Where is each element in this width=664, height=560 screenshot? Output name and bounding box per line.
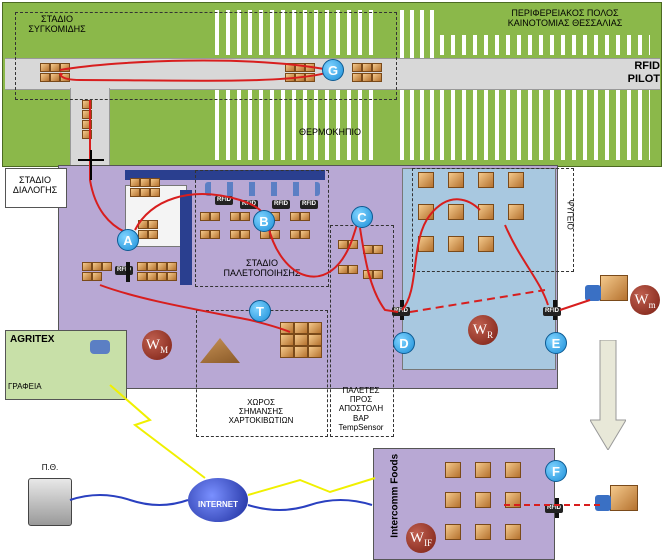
rfid-tag-f: RFID — [545, 504, 563, 513]
rfid-pilot-label: RFID PILOT — [627, 60, 660, 85]
stadium-label: ΣΤΑΔΙΟ ΣΥΓΚΟΜΙΔΗΣ — [28, 14, 86, 35]
sorting-stage-label: ΣΤΑΔΙΟ ΔΙΑΛΟΓΗΣ — [12, 175, 58, 196]
office-worker-icon — [90, 340, 110, 354]
rfid-tag-3: RFID — [272, 200, 290, 209]
palletization-label: ΣΤΑΔΙΟ ΠΑΛΕΤΟΠΟΙΗΣΗΣ — [223, 258, 301, 279]
node-g[interactable]: G — [322, 59, 344, 81]
node-t[interactable]: T — [249, 300, 271, 322]
greenhouse-rows-right-bottom — [440, 90, 650, 160]
internet-globe-icon — [188, 478, 248, 522]
internet-label: INTERNET — [198, 500, 238, 509]
pallet-crates-group — [200, 212, 320, 257]
greenhouse-rows-mid — [215, 10, 375, 55]
rfid-tag-d: RFID — [392, 307, 410, 316]
route-b-to-c — [267, 217, 359, 278]
wireless-link-agritex — [109, 384, 206, 479]
carton-stack — [280, 322, 322, 370]
down-arrow — [589, 339, 627, 451]
badge-wr: WR — [468, 315, 498, 345]
rfid-tag-1: RFID — [215, 196, 233, 205]
dispatch-label: ΠΑΛΕΤΕΣ ΠΡΟΣ ΑΠΟΣΤΟΛΗ ΒΑΡ TempSensor — [338, 386, 384, 432]
route-a-to-b — [134, 193, 264, 231]
rfid-tag-4: RFID — [300, 200, 318, 209]
link-server-internet — [69, 494, 189, 506]
greenhouse-rows-right — [440, 35, 650, 55]
node-d[interactable]: D — [393, 332, 415, 354]
agritex-label: AGRITEX — [10, 334, 55, 345]
wireless-link-intercomm — [247, 477, 376, 496]
conveyor-top — [125, 170, 325, 180]
badge-wm-main: WM — [142, 330, 172, 360]
marking-label: ΧΩΡΟΣ ΣΗΜΑΝΣΗΣ ΧΑΡΤΟΚΙΒΩΤΙΩΝ — [228, 398, 294, 426]
conveyor-blue — [180, 190, 192, 285]
server-icon — [28, 478, 72, 526]
badge-wif: WIF — [406, 523, 436, 553]
palletization-area — [195, 170, 329, 287]
worker-figures — [205, 182, 320, 196]
route-a-to-t — [99, 284, 291, 333]
node-f[interactable]: F — [545, 460, 567, 482]
truck-out — [585, 275, 630, 310]
route-g-loop — [59, 69, 336, 82]
route-c-to-d — [359, 227, 399, 313]
route-g-to-stadium — [59, 59, 331, 71]
node-e[interactable]: E — [545, 332, 567, 354]
park-title: ΠΕΡΙΦΕΡΕΙΑΚΟΣ ΠΟΛΟΣ ΚΑΙΝΟΤΟΜΙΑΣ ΘΕΣΣΑΛΙΑ… — [507, 8, 623, 29]
link-internet-intercomm — [247, 499, 373, 511]
node-a[interactable]: A — [117, 229, 139, 251]
route-e-to-truck — [559, 299, 591, 311]
sorting-crates-2 — [138, 220, 168, 240]
route-road-to-a — [89, 100, 126, 233]
fridge-pallets — [418, 172, 528, 262]
greenhouse-label: ΘΕΡΜΟΚΗΠΙΟ — [298, 127, 361, 137]
node-c[interactable]: C — [351, 206, 373, 228]
rfid-tag-e: RFID — [543, 307, 561, 316]
node-b[interactable]: B — [253, 210, 275, 232]
harvest-stage-box — [15, 12, 397, 100]
crate-stack-vertical-road — [82, 100, 94, 140]
rfid-tag-sorting: RFID — [115, 266, 133, 275]
route-d-to-fridge — [401, 198, 481, 311]
crates-near-a — [82, 262, 182, 282]
sorting-stage-box — [5, 168, 67, 208]
offices-label: ΓΡΑΦΕΙΑ — [8, 382, 42, 391]
route-fridge-to-e — [504, 224, 549, 306]
truck-in — [595, 485, 640, 520]
fridge-storage-box — [412, 168, 574, 272]
route-d-to-e-dashed — [409, 289, 546, 313]
pth-label: Π.Θ. — [41, 463, 59, 472]
dock-sorting — [126, 262, 130, 282]
greenhouse-rows-mid-bottom — [215, 90, 375, 160]
crate-stack-road-right — [352, 63, 382, 83]
sorting-crates — [130, 178, 180, 198]
badge-wm-small: Wm — [630, 285, 660, 315]
